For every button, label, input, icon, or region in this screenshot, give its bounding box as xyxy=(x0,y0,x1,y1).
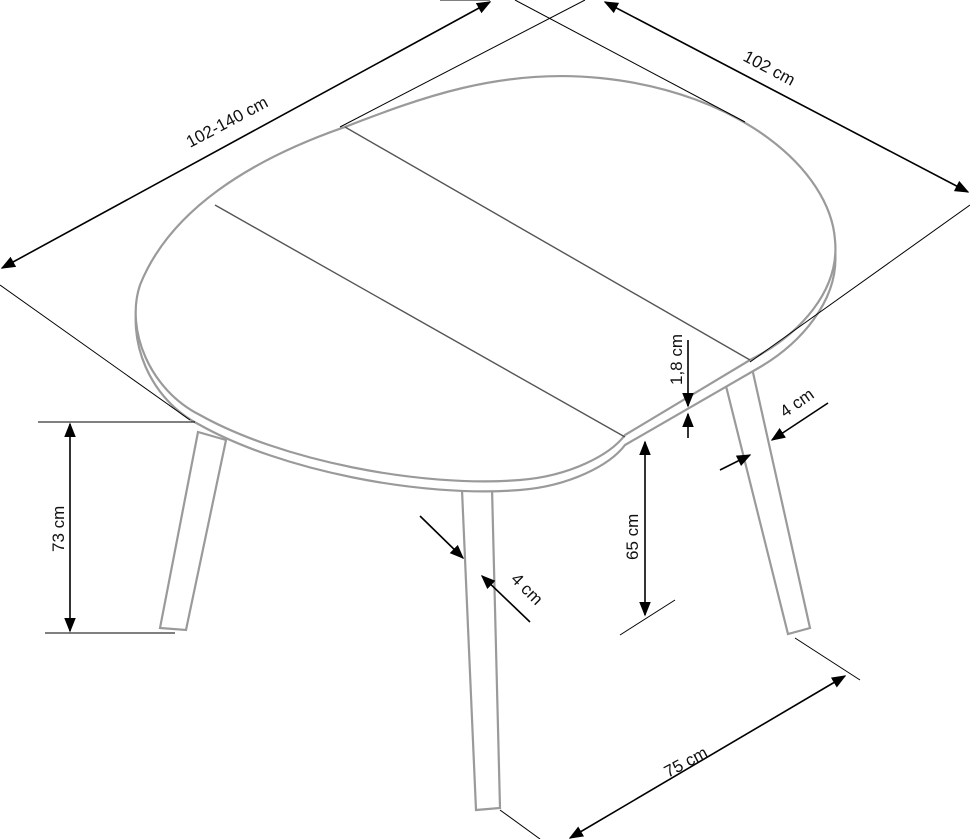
leg-width-front-label: 4 cm xyxy=(507,569,546,608)
leg-front xyxy=(460,486,502,812)
table-legs xyxy=(158,366,812,812)
leg-spacing-label: 75 cm xyxy=(661,743,711,782)
dimension-leg-spacing: 75 cm xyxy=(499,637,861,839)
total-height-label: 73 cm xyxy=(49,506,68,552)
leg-left xyxy=(158,430,228,632)
width-label: 102 cm xyxy=(740,47,798,90)
length-label: 102-140 cm xyxy=(183,93,271,152)
top-thickness-label: 1,8 cm xyxy=(667,334,686,385)
clearance-height-label: 65 cm xyxy=(623,514,642,560)
leg-width-right-label: 4 cm xyxy=(776,385,817,422)
dimension-top-thickness: 1,8 cm xyxy=(667,334,694,438)
dimension-clearance-height: 65 cm xyxy=(619,440,676,636)
dimension-total-height: 73 cm xyxy=(38,421,195,634)
